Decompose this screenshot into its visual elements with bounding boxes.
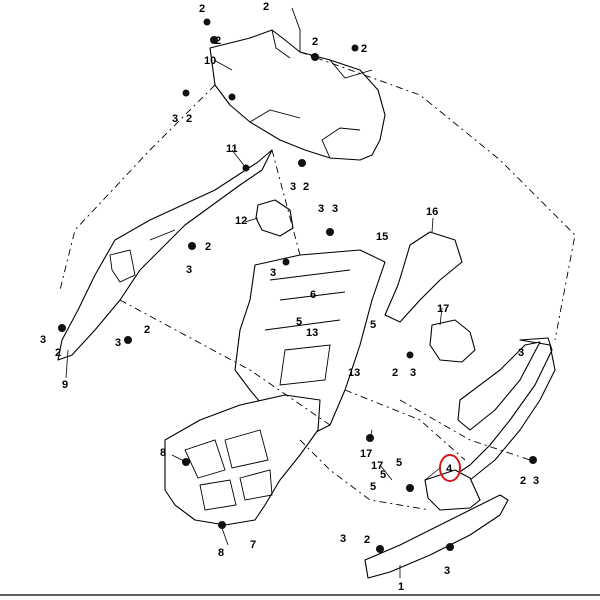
callout-3: 3: [290, 181, 296, 193]
front-bracket: [384, 231, 463, 323]
highlight-ring: [439, 454, 461, 482]
callout-2: 2: [199, 3, 205, 15]
callout-1: 1: [398, 581, 404, 593]
callout-2: 2: [312, 36, 318, 48]
callout-10: 10: [204, 55, 216, 67]
callout-3: 3: [518, 347, 524, 359]
callout-2: 2: [361, 43, 367, 55]
callout-2: 2: [364, 534, 370, 546]
callout-14: 15: [376, 231, 388, 243]
left-side-panel: [57, 149, 273, 361]
callout-2: 2: [205, 241, 211, 253]
callout-2: 2: [55, 347, 61, 359]
callout-2: 2: [392, 367, 398, 379]
leader-lines: [65, 59, 443, 578]
callout-11: 11: [226, 143, 238, 155]
callout-3: 3: [115, 337, 121, 349]
callout-3: 3: [186, 264, 192, 276]
callout-3: 3: [444, 565, 450, 577]
fasteners: [58, 18, 537, 553]
callout-7: 7: [250, 539, 256, 551]
callout-2: 2: [520, 475, 526, 487]
callout-12: 12: [235, 215, 247, 227]
callout-13: 13: [306, 327, 318, 339]
callout-8: 8: [160, 447, 166, 459]
callout-16: 17: [437, 303, 449, 315]
callout-15: 16: [426, 206, 438, 218]
front-bottom-panel: [364, 469, 509, 579]
callout-8: 8: [218, 547, 224, 559]
lower-floor-tray: [164, 394, 321, 526]
callout-3: 3: [410, 367, 416, 379]
callout-17: 17: [371, 460, 383, 472]
callout-2: 2: [303, 181, 309, 193]
callout-5: 5: [396, 457, 402, 469]
callout-17: 17: [360, 448, 372, 460]
callout-5: 5: [370, 481, 376, 493]
callout-3: 3: [40, 334, 46, 346]
callout-9: 9: [62, 379, 68, 391]
callout-3: 3: [340, 533, 346, 545]
small-bracket-16: [429, 319, 476, 363]
callout-2: 2: [144, 324, 150, 336]
callout-3: 3: [318, 203, 324, 215]
callout-2: 2: [215, 35, 221, 47]
callout-2: 2: [263, 1, 269, 13]
callout-labels: 2 2 2 2 2 10 3 2 11 3 2 12 3 3 2 3 3 16 …: [40, 1, 539, 593]
callout-2: 2: [186, 113, 192, 125]
callout-4: 4: [446, 463, 453, 475]
small-bracket-12: [255, 199, 294, 237]
callout-5: 5: [296, 316, 302, 328]
callout-6: 6: [310, 289, 316, 301]
callout-3: 3: [533, 475, 539, 487]
upper-cover-panel: [209, 7, 386, 161]
callout-3: 3: [332, 203, 338, 215]
callout-13: 13: [348, 367, 360, 379]
callout-3: 3: [270, 267, 276, 279]
assembly-lines: [59, 51, 576, 511]
callout-5: 5: [380, 469, 386, 481]
callout-3: 3: [172, 113, 178, 125]
callout-5: 5: [370, 319, 376, 331]
